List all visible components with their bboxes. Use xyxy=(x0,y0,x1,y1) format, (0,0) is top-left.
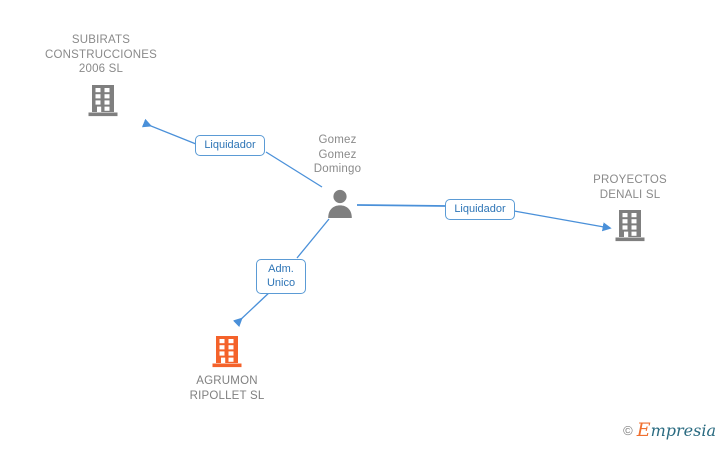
person-icon-gomez[interactable] xyxy=(325,188,355,218)
brand-initial: E xyxy=(636,419,651,441)
building-icon-subirats[interactable] xyxy=(88,84,118,117)
copyright-icon: © xyxy=(623,423,633,438)
edge-person-to-subirats xyxy=(141,118,323,188)
node-label-agrumon: AGRUMON RIPOLLET SL xyxy=(189,375,265,402)
relation-pill-liquidador-denali[interactable]: Liquidador xyxy=(445,199,515,220)
node-label-denali: PROYECTOS DENALI SL xyxy=(593,174,667,201)
relation-pill-liquidador-subirats[interactable]: Liquidador xyxy=(195,135,265,156)
watermark-empresia: © Empresia xyxy=(623,419,716,441)
building-icon-denali[interactable] xyxy=(615,209,645,242)
edge-person-to-agrumon xyxy=(232,218,330,328)
node-label-subirats: SUBIRATS CONSTRUCCIONES 2006 SL xyxy=(44,34,158,75)
relation-pill-adm-unico-agrumon[interactable]: Adm. Unico xyxy=(256,259,306,294)
building-icon-agrumon[interactable] xyxy=(212,335,242,368)
edge-person-to-denali xyxy=(356,204,612,232)
node-label-person: Gomez Gomez Domingo xyxy=(313,134,362,175)
brand-rest: mpresia xyxy=(650,421,716,440)
brand-wordmark: Empresia xyxy=(636,419,716,441)
